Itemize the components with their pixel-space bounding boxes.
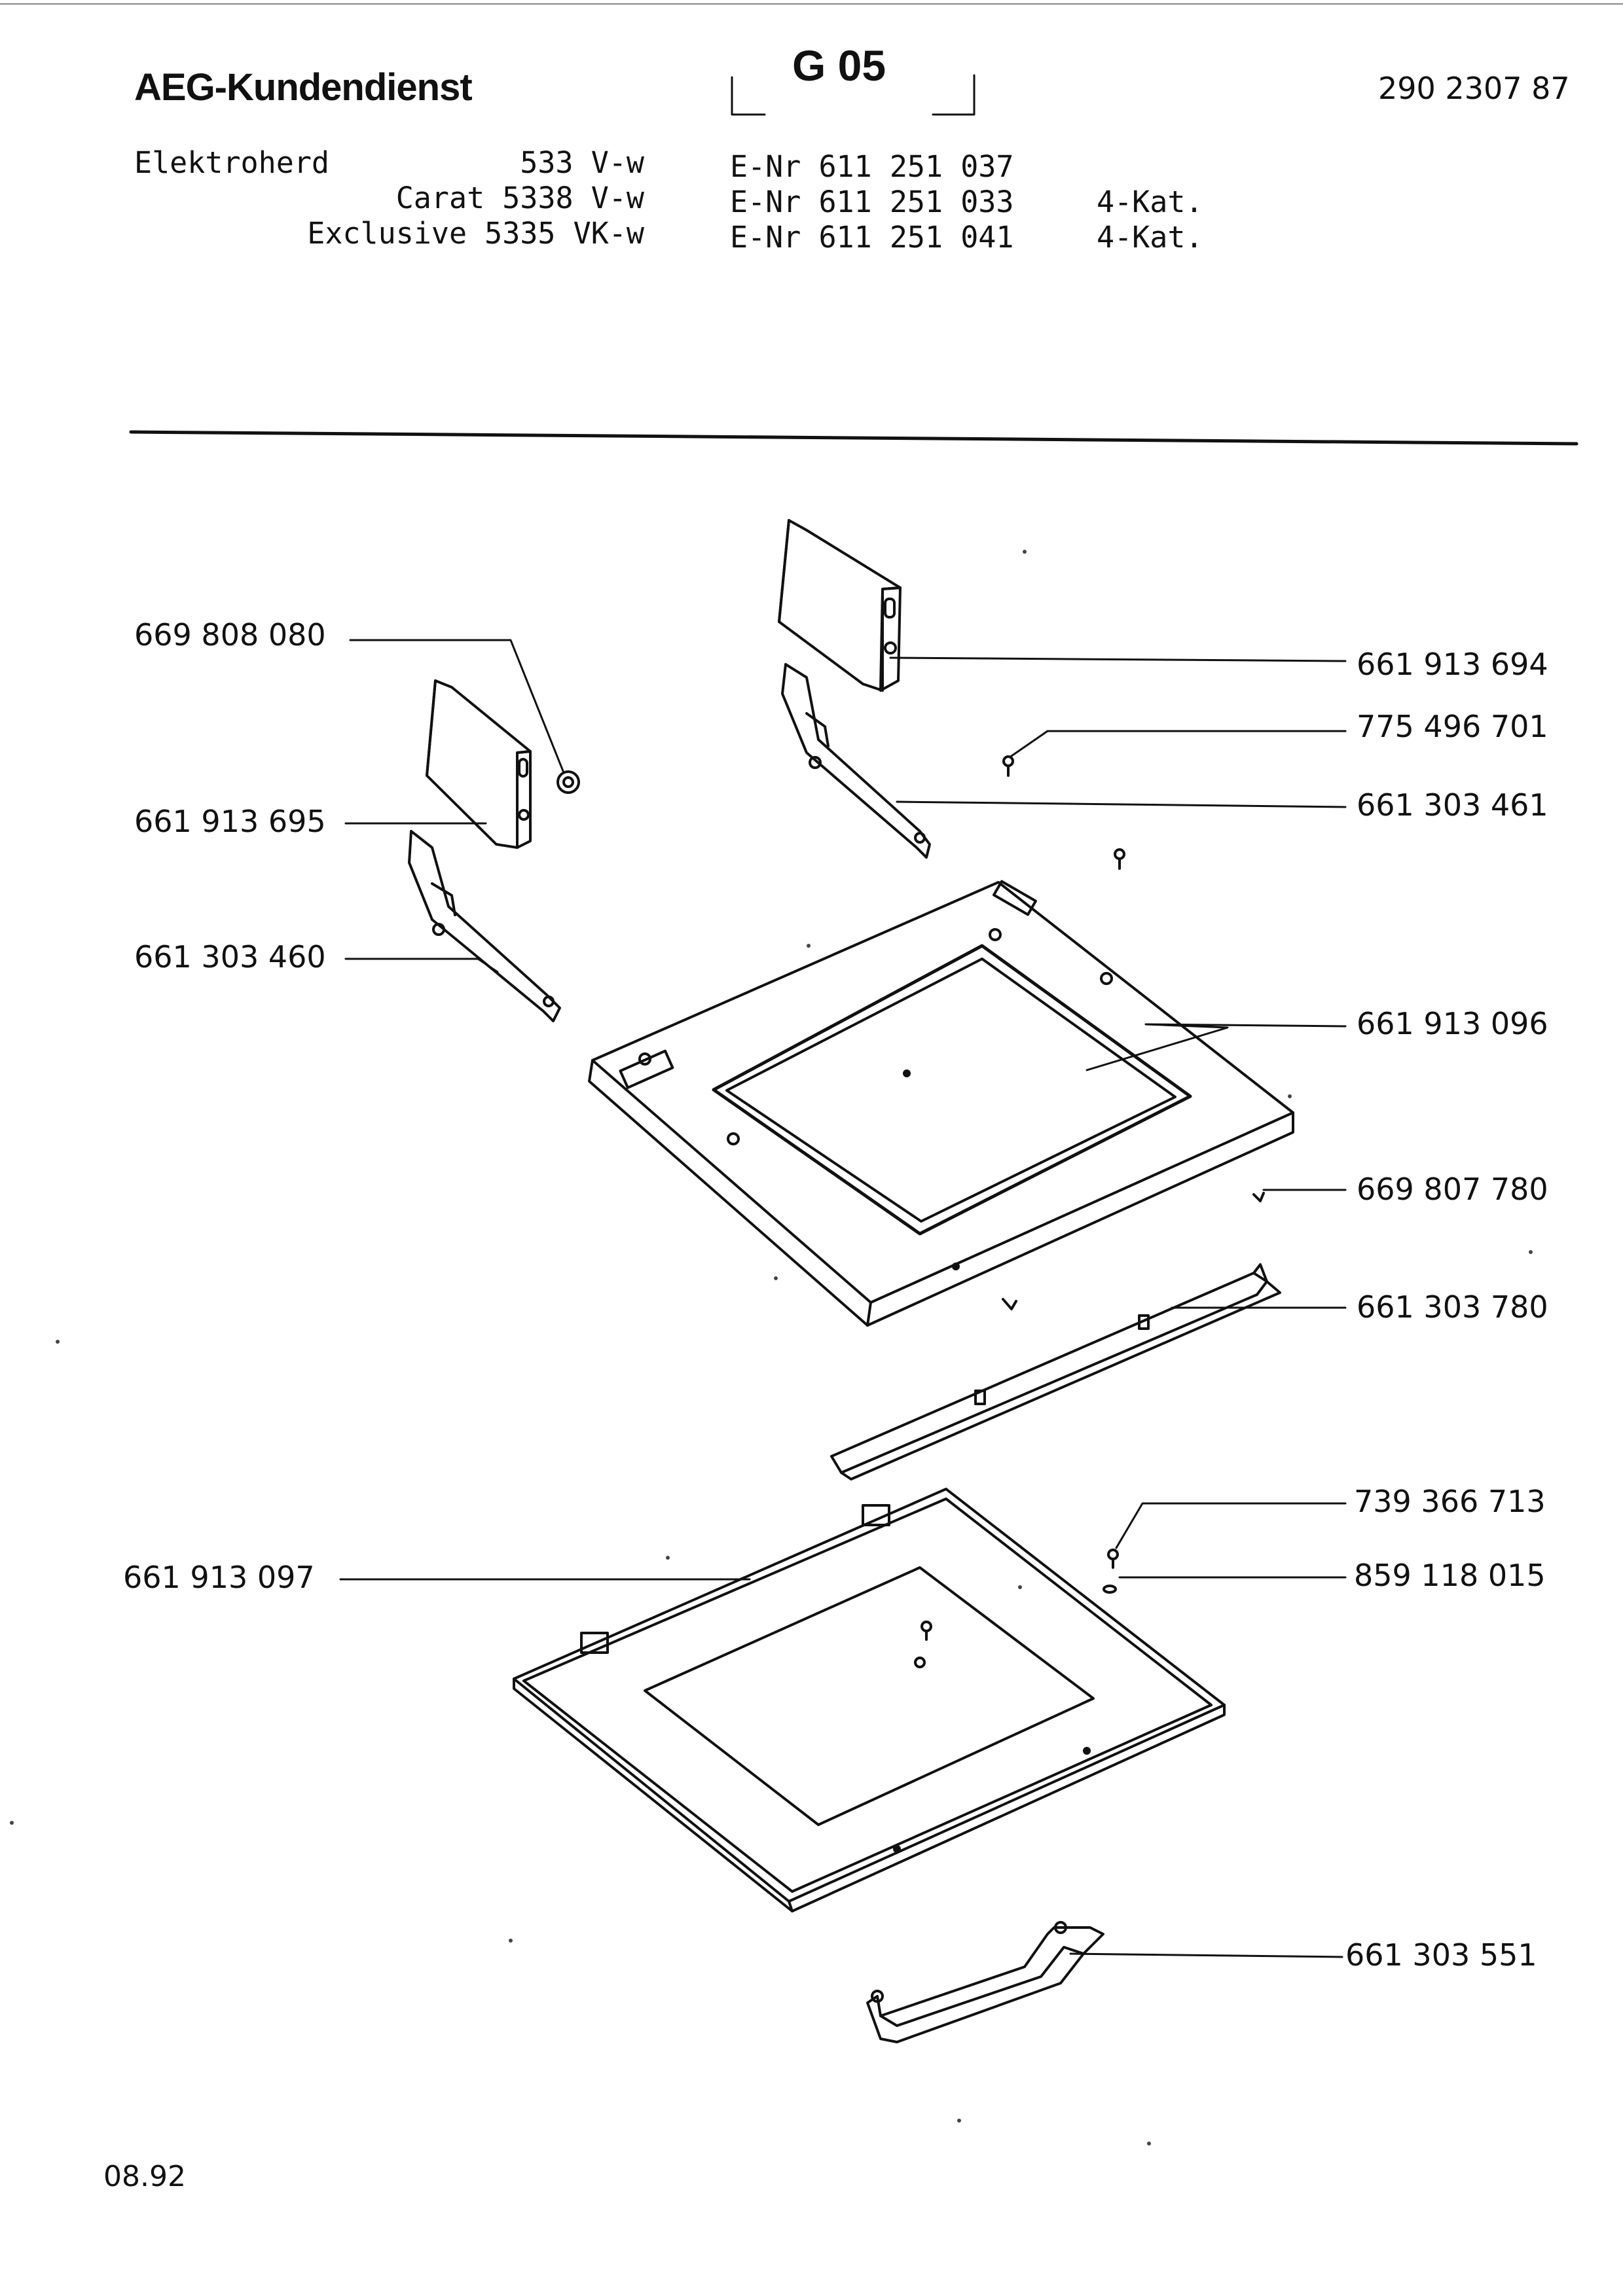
hinge-bracket-right (778, 519, 902, 692)
document-number: 290 2307 87 (1378, 71, 1570, 106)
model-name-3: Exclusive 5335 VK-w (307, 216, 644, 251)
part-label-661-913-695: 661 913 695 (134, 804, 326, 839)
part-label-661-913-097: 661 913 097 (123, 1560, 315, 1595)
screw-part-top (1002, 755, 1014, 777)
screw-part-door (921, 1621, 932, 1641)
part-label-661-303-551: 661 303 551 (1345, 1937, 1537, 1973)
date-code: 08.92 (103, 2160, 186, 2193)
door-rail-bar (830, 1263, 1281, 1480)
model-note-3: 4-Kat. (1097, 220, 1203, 255)
brand-title: AEG-Kundendienst (134, 66, 473, 109)
part-label-661-303-780: 661 303 780 (1357, 1289, 1548, 1325)
part-label-661-913-096: 661 913 096 (1357, 1006, 1548, 1041)
section-code: G 05 (792, 41, 886, 90)
part-label-661-303-461: 661 303 461 (1357, 787, 1548, 823)
screw-part-lower (1107, 1549, 1119, 1569)
section-bracket-marks (731, 74, 976, 116)
scan-specks (10, 550, 1533, 2145)
hinge-arm-right (781, 663, 931, 859)
part-label-661-913-694: 661 913 694 (1357, 647, 1548, 682)
part-label-669-807-780: 669 807 780 (1357, 1172, 1548, 1207)
screw-part-mid (1114, 848, 1125, 870)
outer-door-panel (513, 1488, 1226, 1912)
washer-part (556, 770, 580, 794)
model-enr-3: E-Nr 611 251 041 (730, 220, 1014, 255)
part-label-775-496-701: 775 496 701 (1357, 709, 1548, 744)
part-label-669-808-080: 669 808 080 (134, 617, 326, 653)
part-label-859-118-015: 859 118 015 (1354, 1558, 1546, 1593)
model-enr-1: E-Nr 611 251 037 (730, 149, 1014, 184)
hinge-arm-left (408, 830, 561, 1022)
screw-part-small (1002, 1192, 1265, 1310)
door-handle (866, 1921, 1104, 2043)
header-separator-line (129, 430, 1578, 446)
part-label-661-303-460: 661 303 460 (134, 939, 326, 975)
model-enr-2: E-Nr 611 251 033 (730, 185, 1014, 219)
appliance-type: Elektroherd (134, 145, 330, 180)
model-name-1: 533 V-w (520, 145, 644, 180)
leader-lines (339, 639, 1347, 1958)
part-label-739-366-713: 739 366 713 (1354, 1484, 1546, 1519)
washer-part-lower (1103, 1585, 1117, 1594)
model-name-2: Carat 5338 V-w (395, 181, 644, 215)
inner-door-panel (588, 880, 1294, 1327)
hinge-bracket-left (426, 679, 532, 849)
model-note-2: 4-Kat. (1097, 185, 1203, 219)
